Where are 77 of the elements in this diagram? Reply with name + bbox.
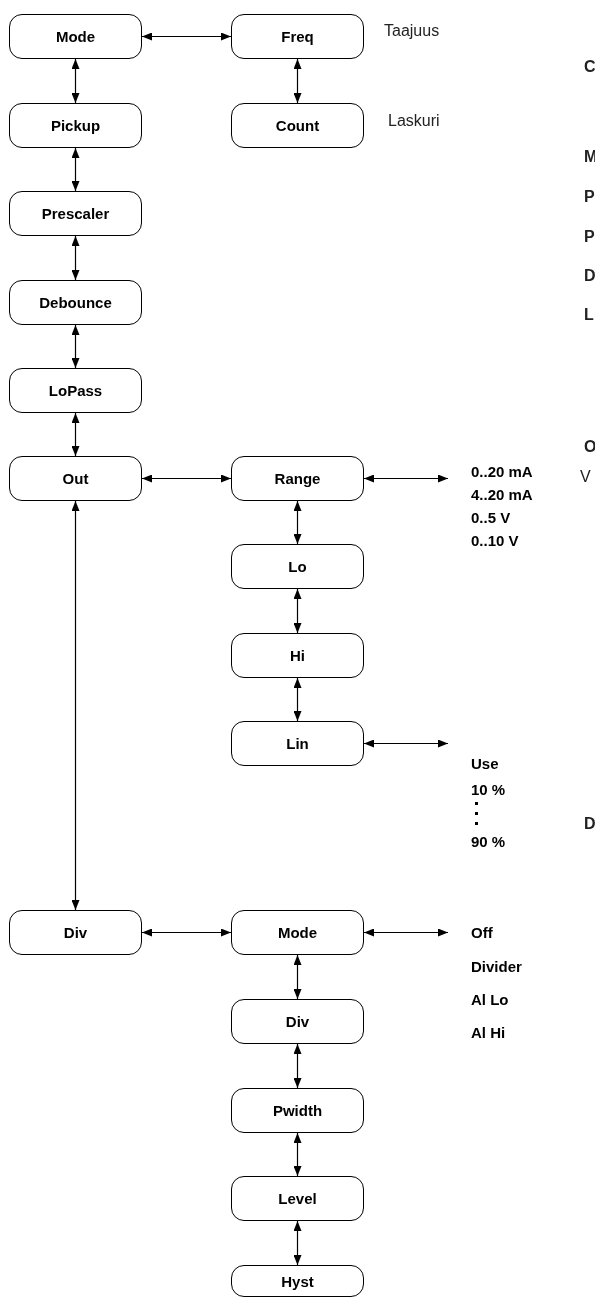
menu-item-text: Out: [62, 470, 89, 487]
cropped-label: D: [584, 815, 595, 833]
menu-box: [231, 999, 364, 1044]
cropped-label: C: [584, 58, 595, 76]
menu-box: [231, 1088, 364, 1133]
menu-box: [9, 191, 142, 236]
cropped-label: P: [584, 228, 595, 246]
menu-box: [9, 280, 142, 325]
cropped-label: V: [580, 468, 591, 486]
menu-item-text: Prescaler: [41, 205, 110, 222]
double-arrow: [293, 1132, 302, 1177]
double-arrow: [293, 677, 302, 722]
translation-label: Laskuri: [388, 112, 440, 130]
double-arrow: [363, 928, 449, 937]
cropped-label: D: [584, 267, 595, 285]
menu-box: [231, 1265, 364, 1297]
option-text: Use: [471, 755, 499, 773]
menu-item-text: Debounce: [39, 294, 112, 311]
option-text: Divider: [471, 958, 522, 976]
translation-label: Taajuus: [384, 22, 440, 40]
option-text: 0..20 mA: [471, 463, 533, 481]
menu-item-text: Mode: [277, 924, 318, 941]
double-arrow: [293, 1043, 302, 1089]
menu-box: [9, 103, 142, 148]
menu-box: [9, 456, 142, 501]
double-arrow: [71, 235, 80, 281]
double-arrow: [293, 954, 302, 1000]
menu-item-text: Pickup: [50, 117, 101, 134]
cropped-label: P: [584, 188, 595, 206]
double-arrow: [363, 739, 449, 748]
option-text: Al Lo: [471, 991, 509, 1009]
double-arrow: [141, 928, 232, 937]
cropped-label: L: [584, 306, 594, 324]
menu-box: [231, 456, 364, 501]
menu-item-text: Hyst: [281, 1272, 314, 1290]
option-text: 4..20 mA: [471, 486, 533, 504]
menu-box: [9, 14, 142, 59]
double-arrow: [71, 500, 80, 911]
menu-box: [231, 544, 364, 589]
double-arrow: [293, 58, 302, 104]
option-text: Off: [471, 924, 493, 942]
option-text: 0..5 V: [471, 509, 511, 527]
option-text: Al Hi: [471, 1024, 506, 1042]
menu-box: [231, 1176, 364, 1221]
option-text: 0..10 V: [471, 532, 519, 550]
option-text: 90 %: [471, 833, 506, 851]
menu-item-text: Range: [274, 470, 321, 487]
menu-item-text: Mode: [55, 28, 96, 45]
double-arrow: [141, 474, 232, 483]
menu-item-text: Div: [285, 1013, 310, 1030]
option-text: 10 %: [471, 781, 506, 799]
menu-box: [231, 721, 364, 766]
menu-item-text: Level: [278, 1190, 317, 1207]
menu-item-text: Pwidth: [272, 1102, 323, 1119]
menu-box: [231, 14, 364, 59]
menu-item-text: LoPass: [48, 382, 103, 399]
double-arrow: [71, 58, 80, 104]
menu-box: [9, 910, 142, 955]
double-arrow: [293, 500, 302, 545]
double-arrow: [141, 32, 232, 41]
cropped-label: O: [584, 438, 595, 456]
menu-box: [231, 103, 364, 148]
double-arrow: [293, 588, 302, 634]
menu-item-text: Lo: [288, 558, 307, 575]
menu-item-text: Lin: [286, 735, 309, 752]
double-arrow: [71, 324, 80, 369]
menu-box: [231, 910, 364, 955]
menu-item-text: Div: [63, 924, 88, 941]
double-arrow: [363, 474, 449, 483]
menu-item-text: Count: [275, 117, 320, 134]
double-arrow: [71, 147, 80, 192]
menu-box: [9, 368, 142, 413]
double-arrow: [71, 412, 80, 457]
double-arrow: [293, 1220, 302, 1266]
menu-box: [231, 633, 364, 678]
menu-item-text: Hi: [290, 647, 305, 664]
menu-item-text: Freq: [281, 28, 314, 45]
